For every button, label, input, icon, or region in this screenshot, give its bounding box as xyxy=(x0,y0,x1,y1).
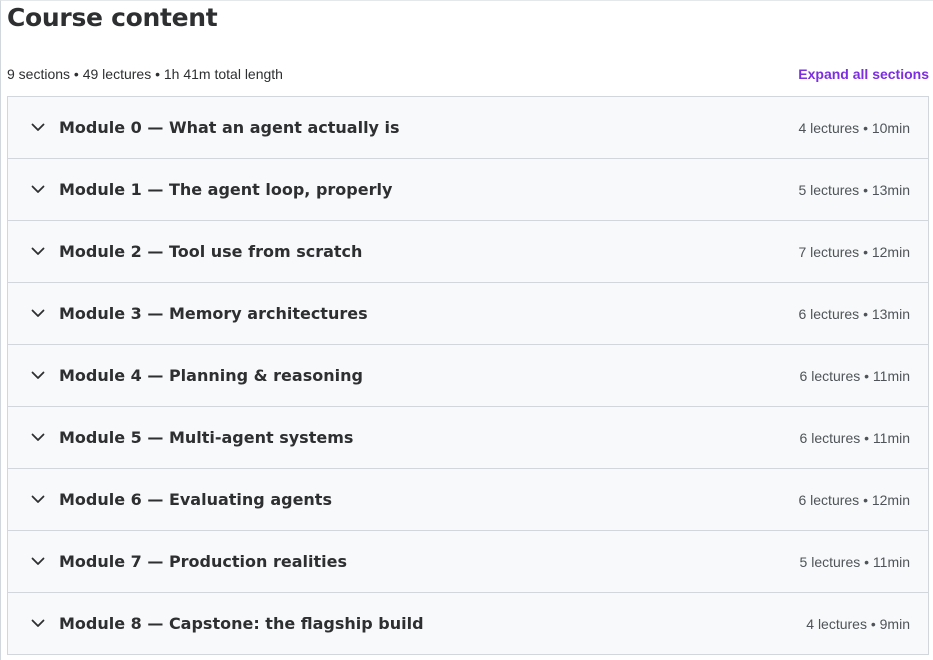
section-meta: 6 lectures • 13min xyxy=(798,305,910,322)
section-row-0[interactable]: Module 0 — What an agent actually is 4 l… xyxy=(8,97,928,159)
chevron-down-icon xyxy=(30,554,46,570)
chevron-down-icon xyxy=(30,368,46,384)
section-row-1[interactable]: Module 1 — The agent loop, properly 5 le… xyxy=(8,159,928,221)
section-title: Module 2 — Tool use from scratch xyxy=(59,242,363,261)
section-meta: 4 lectures • 9min xyxy=(806,615,910,632)
course-summary: 9 sections • 49 lectures • 1h 41m total … xyxy=(7,66,283,82)
section-row-2[interactable]: Module 2 — Tool use from scratch 7 lectu… xyxy=(8,221,928,283)
section-title: Module 0 — What an agent actually is xyxy=(59,118,400,137)
section-meta: 6 lectures • 11min xyxy=(799,429,910,446)
section-title: Module 1 — The agent loop, properly xyxy=(59,180,393,199)
section-meta: 5 lectures • 11min xyxy=(799,553,910,570)
chevron-down-icon xyxy=(30,492,46,508)
section-meta: 6 lectures • 12min xyxy=(798,491,910,508)
chevron-down-icon xyxy=(30,182,46,198)
chevron-down-icon xyxy=(30,616,46,632)
section-title: Module 6 — Evaluating agents xyxy=(59,490,332,509)
section-meta: 4 lectures • 10min xyxy=(798,119,910,136)
section-title: Module 4 — Planning & reasoning xyxy=(59,366,363,385)
section-title: Module 8 — Capstone: the flagship build xyxy=(59,614,424,633)
chevron-down-icon xyxy=(30,430,46,446)
section-title: Module 7 — Production realities xyxy=(59,552,347,571)
section-row-4[interactable]: Module 4 — Planning & reasoning 6 lectur… xyxy=(8,345,928,407)
section-row-3[interactable]: Module 3 — Memory architectures 6 lectur… xyxy=(8,283,928,345)
section-meta: 6 lectures • 11min xyxy=(799,367,910,384)
page-title: Course content xyxy=(7,3,218,32)
section-row-8[interactable]: Module 8 — Capstone: the flagship build … xyxy=(8,593,928,655)
expand-all-sections-button[interactable]: Expand all sections xyxy=(798,66,929,82)
chevron-down-icon xyxy=(30,244,46,260)
summary-row: 9 sections • 49 lectures • 1h 41m total … xyxy=(7,64,929,84)
section-meta: 5 lectures • 13min xyxy=(798,181,910,198)
section-row-7[interactable]: Module 7 — Production realities 5 lectur… xyxy=(8,531,928,593)
section-title: Module 3 — Memory architectures xyxy=(59,304,368,323)
section-meta: 7 lectures • 12min xyxy=(798,243,910,260)
chevron-down-icon xyxy=(30,306,46,322)
section-title: Module 5 — Multi-agent systems xyxy=(59,428,354,447)
section-list: Module 0 — What an agent actually is 4 l… xyxy=(7,96,929,655)
section-row-5[interactable]: Module 5 — Multi-agent systems 6 lecture… xyxy=(8,407,928,469)
chevron-down-icon xyxy=(30,120,46,136)
section-row-6[interactable]: Module 6 — Evaluating agents 6 lectures … xyxy=(8,469,928,531)
